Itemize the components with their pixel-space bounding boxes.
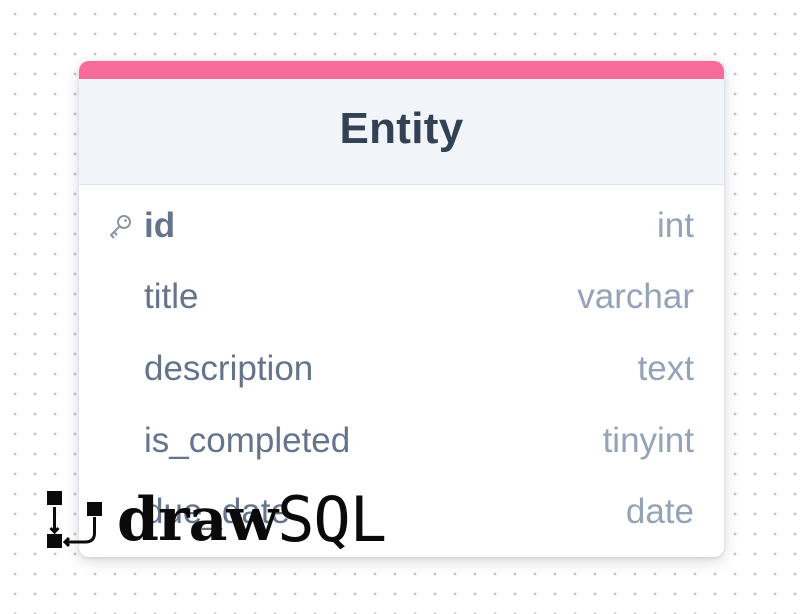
key-icon [110,214,131,239]
column-row-description[interactable]: description text [79,333,724,405]
brand-draw-text: draw [117,485,278,555]
column-type: tinyint [602,420,694,460]
column-name: is_completed [144,420,351,460]
column-type: text [637,348,694,388]
entity-title: Entity [339,103,464,153]
column-type: date [625,492,694,532]
column-name: description [144,348,314,388]
column-row-id[interactable]: id int [79,190,724,262]
column-list: id int title varchar description text is… [79,190,724,548]
column-name: due_date [144,492,290,532]
column-type: int [657,205,694,245]
entity-header[interactable]: Entity [79,79,724,185]
entity-accent-bar [79,61,724,79]
column-name: id [144,205,176,245]
drawsql-logo-icon [47,491,102,548]
brand-sql-text: SQL [277,483,387,556]
column-row-is-completed[interactable]: is_completed tinyint [79,405,724,477]
column-type: varchar [577,277,694,317]
column-row-due-date[interactable]: due_date date [79,476,724,548]
column-row-title[interactable]: title varchar [79,262,724,334]
entity-table-card[interactable]: Entity id int title varchar description … [79,61,724,557]
column-name: title [144,277,199,317]
